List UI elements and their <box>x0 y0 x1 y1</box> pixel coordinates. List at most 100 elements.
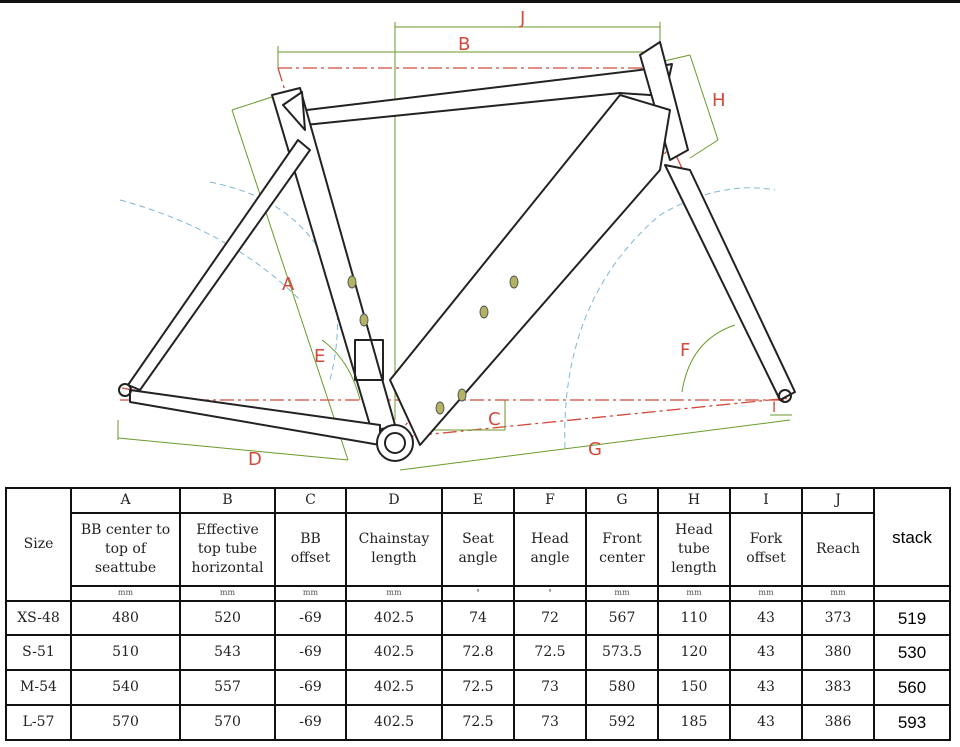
value-A: 510 <box>70 634 181 672</box>
value-E: 72.8 <box>441 634 515 672</box>
dimension-lines <box>117 22 792 471</box>
unit-cell: mm <box>179 585 276 602</box>
column-description-I: Fork offset <box>729 511 803 588</box>
derailleur-hanger <box>354 339 384 381</box>
value-J: 380 <box>801 634 875 672</box>
bike-frame <box>118 41 796 462</box>
dim-G <box>399 419 791 471</box>
value-I: 43 <box>729 704 803 741</box>
stack-value: 560 <box>873 669 951 707</box>
column-letter-I: I <box>729 487 803 514</box>
value-H: 110 <box>657 599 731 637</box>
unit-cell: mm <box>585 585 659 602</box>
value-C: -69 <box>274 669 347 707</box>
description-line: Front <box>602 531 642 548</box>
value-J: 373 <box>801 599 875 637</box>
frame-geometry-diagram: J B H A E F C I D G <box>117 8 796 471</box>
value-J: 386 <box>801 704 875 741</box>
stack-value: 530 <box>873 634 951 672</box>
value-H: 185 <box>657 704 731 741</box>
label-B: B <box>458 34 470 55</box>
dim-A <box>231 109 349 461</box>
value-G: 567 <box>585 599 659 637</box>
label-C: C <box>488 409 501 430</box>
column-letter-C: C <box>274 487 347 514</box>
description-line: Effective <box>196 521 259 538</box>
rear-wheel-arc <box>119 199 301 301</box>
value-E: 74 <box>441 599 515 637</box>
value-D: 402.5 <box>345 634 443 672</box>
value-H: 150 <box>657 669 731 707</box>
value-D: 402.5 <box>345 704 443 741</box>
column-letter-D: D <box>345 487 443 514</box>
unit-cell <box>873 585 951 602</box>
size-cell: S-51 <box>5 634 72 672</box>
description-line: Head <box>675 521 713 538</box>
value-A: 540 <box>70 669 181 707</box>
value-G: 580 <box>585 669 659 707</box>
column-description-J: Reach <box>801 511 875 588</box>
unit-cell: mm <box>729 585 803 602</box>
front-dropout <box>778 389 792 403</box>
description-line: top of <box>104 540 147 557</box>
label-I: I <box>772 400 776 416</box>
label-A: A <box>282 274 295 295</box>
unit-cell: ° <box>513 585 587 602</box>
seat-stay <box>127 139 311 391</box>
column-letter-H: H <box>657 487 731 514</box>
stack-header: stack <box>873 486 951 588</box>
value-G: 592 <box>585 704 659 741</box>
value-H: 120 <box>657 634 731 672</box>
label-J: J <box>519 8 525 29</box>
unit-cell: mm <box>657 585 731 602</box>
value-I: 43 <box>729 599 803 637</box>
description-line: length <box>671 559 717 576</box>
description-line: Head <box>531 531 569 548</box>
value-I: 43 <box>729 669 803 707</box>
chain-stay <box>129 389 381 446</box>
dim-D <box>117 437 349 461</box>
description-line: top tube <box>197 540 258 557</box>
unit-cell: mm <box>70 585 181 602</box>
value-F: 72.5 <box>513 634 587 672</box>
description-line: Fork <box>749 531 783 548</box>
label-D: D <box>248 449 262 470</box>
dim-H <box>689 54 719 141</box>
description-line: offset <box>290 550 331 567</box>
label-H: H <box>712 90 726 111</box>
label-E: E <box>314 346 325 367</box>
column-letter-E: E <box>441 487 515 514</box>
value-B: 520 <box>179 599 276 637</box>
description-line: offset <box>746 550 786 567</box>
stack-value: 593 <box>873 704 951 741</box>
value-G: 573.5 <box>585 634 659 672</box>
top-border <box>0 0 960 3</box>
unit-cell: mm <box>801 585 875 602</box>
description-line: tube <box>678 540 710 557</box>
value-B: 557 <box>179 669 276 707</box>
value-D: 402.5 <box>345 599 443 637</box>
size-header: Size <box>5 487 72 602</box>
bottle-bosses <box>347 275 519 415</box>
value-C: -69 <box>274 599 347 637</box>
value-C: -69 <box>274 634 347 672</box>
value-E: 72.5 <box>441 669 515 707</box>
unit-cell: mm <box>345 585 443 602</box>
value-E: 72.5 <box>441 704 515 741</box>
unit-cell: ° <box>441 585 515 602</box>
value-F: 73 <box>513 704 587 741</box>
description-line: length <box>371 550 417 567</box>
angle-F-arc <box>681 324 736 393</box>
size-cell: L-57 <box>5 704 72 741</box>
value-A: 570 <box>70 704 181 741</box>
